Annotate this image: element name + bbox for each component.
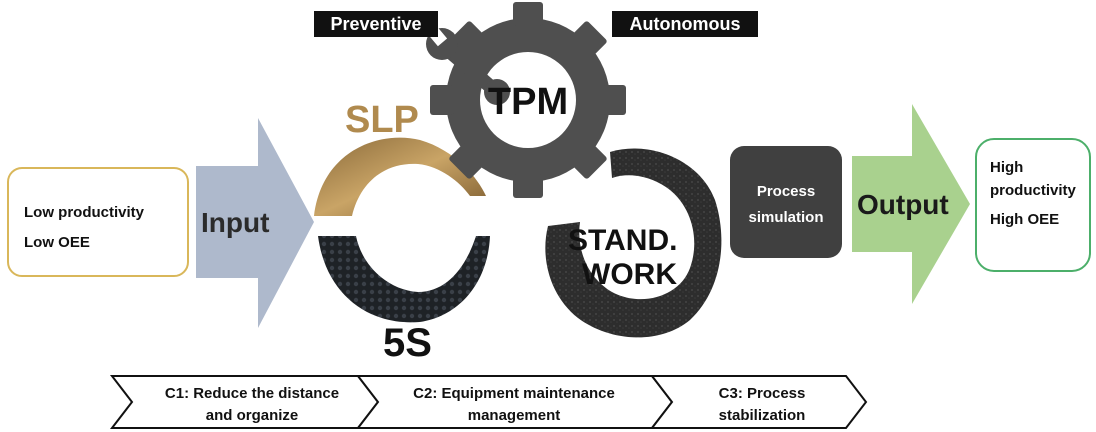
output-arrow-shape	[852, 104, 970, 304]
input-arrow-label: Input	[201, 207, 269, 238]
tpm-label: TPM	[488, 81, 568, 123]
output-box: High productivity High OEE	[975, 138, 1091, 272]
tag-autonomous-bg	[612, 11, 758, 37]
output-arrow: Output	[852, 104, 970, 304]
input-arrow: Input	[196, 118, 314, 328]
five-s-label: 5S	[383, 321, 432, 365]
process-box-frame	[730, 146, 842, 258]
input-box-line1: Low productivity	[24, 204, 145, 221]
output-arrow-label: Output	[857, 189, 949, 220]
stage-chevron-c2: C2: Equipment maintenance management	[355, 375, 674, 429]
slp-tool: SLP	[314, 99, 486, 216]
input-box: Low productivity Low OEE	[7, 167, 189, 277]
input-arrow-shape	[196, 118, 314, 328]
output-box-line2: productivity	[990, 182, 1076, 199]
five-s-arc	[318, 236, 490, 323]
stage-chevron-c1: C1: Reduce the distance and organize	[109, 375, 380, 429]
output-box-line1: High	[990, 159, 1023, 176]
five-s-tool: 5S	[318, 236, 490, 365]
standard-work-swirl	[545, 148, 722, 338]
standard-work-tool: STAND. WORK	[545, 148, 722, 338]
tag-preventive: Preventive	[314, 11, 438, 37]
output-box-frame	[975, 138, 1091, 272]
chevron-c2-line2: management	[468, 407, 561, 424]
chevron-c3-line2: stabilization	[719, 407, 806, 424]
stage-chevron-c3: C3: Process stabilization	[649, 375, 868, 429]
tag-preventive-bg	[314, 11, 438, 37]
standard-work-line2: WORK	[582, 258, 677, 291]
chevron-c3-shape	[649, 375, 868, 429]
chevron-c1-line2: and organize	[206, 407, 299, 424]
chevron-c1-line1: C1: Reduce the distance	[165, 385, 339, 402]
tag-preventive-label: Preventive	[330, 14, 421, 34]
process-box-line2: simulation	[748, 209, 823, 226]
input-box-frame	[7, 167, 189, 277]
input-box-line2: Low OEE	[24, 234, 90, 251]
standard-work-line1: STAND.	[568, 224, 677, 257]
slp-label: SLP	[345, 99, 419, 141]
process-box-line1: Process	[757, 183, 815, 200]
tag-autonomous: Autonomous	[612, 11, 758, 37]
tag-autonomous-label: Autonomous	[630, 14, 741, 34]
output-box-line3: High OEE	[990, 211, 1059, 228]
slp-arc	[314, 137, 486, 216]
gear-teeth	[430, 2, 626, 198]
process-simulation-box: Process simulation	[730, 146, 842, 258]
chevron-c3-line1: C3: Process	[719, 385, 806, 402]
chevron-c2-line1: C2: Equipment maintenance	[413, 385, 615, 402]
gear-hole	[480, 52, 576, 148]
